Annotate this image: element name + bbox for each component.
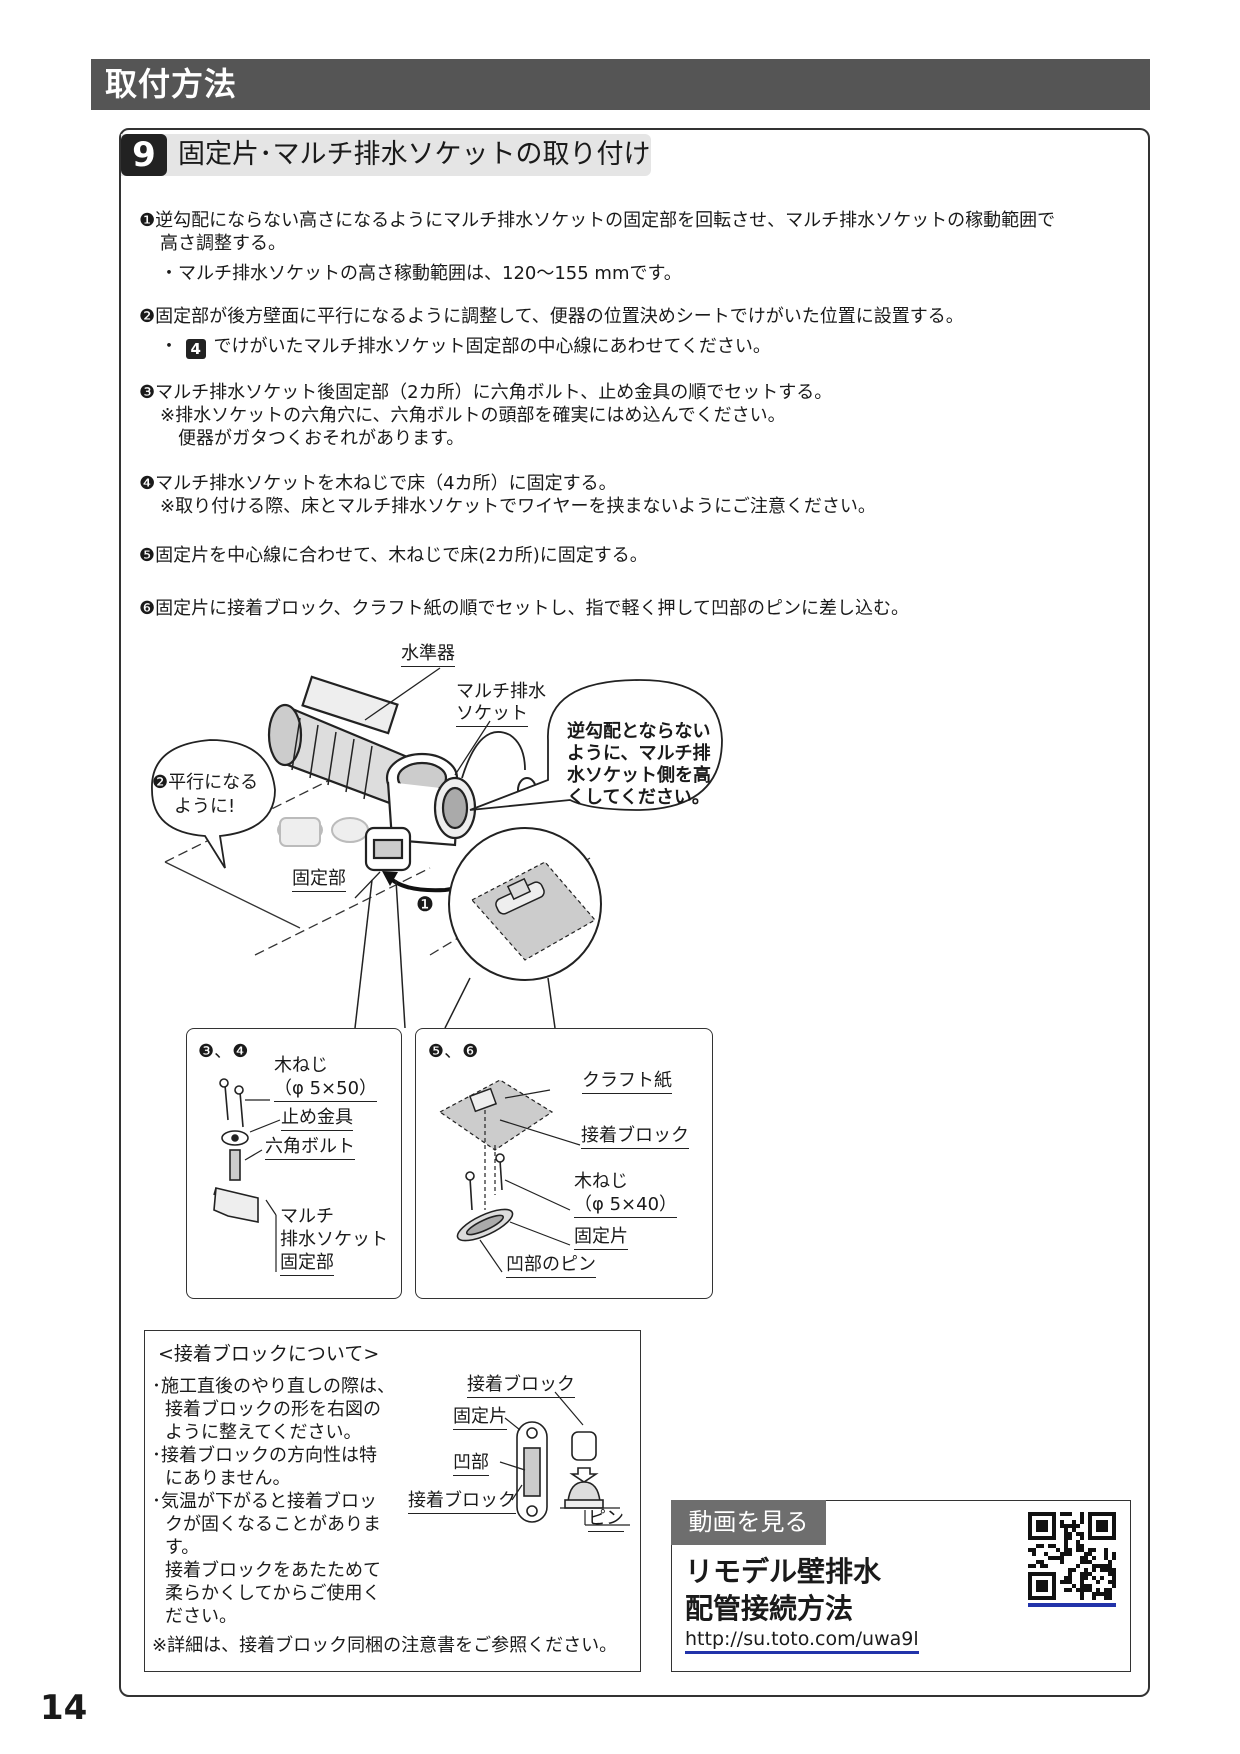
step-number: 9	[121, 134, 167, 176]
item2-note-prefix: ・	[160, 336, 178, 357]
note-line7: クが固くなることがありま	[165, 1514, 381, 1535]
detail-left-bolt: 六角ボルト	[265, 1136, 355, 1160]
fig-label-piece: 固定片	[453, 1406, 507, 1430]
detail-right-screw2: （φ 5×40）	[574, 1194, 678, 1218]
rotate-marker: ❶	[416, 892, 434, 916]
fig-label-recess: 凹部	[453, 1452, 489, 1476]
detail-box-right	[415, 1028, 713, 1299]
video-url-link[interactable]: http://su.toto.com/uwa9l	[685, 1628, 919, 1654]
note-line9: 接着ブロックをあたためて	[165, 1560, 381, 1581]
note-line10: 柔らかくしてからご使用く	[165, 1583, 381, 1604]
step-ref-badge: 4	[185, 339, 206, 359]
bubble-left-num: ❷	[152, 772, 169, 793]
qr-underline	[1028, 1603, 1116, 1607]
qr-code-icon[interactable]	[1028, 1512, 1116, 1600]
bubble-right-line1: 逆勾配とならない	[567, 721, 711, 742]
detail-box-left	[186, 1028, 402, 1299]
note-line5: にありません。	[165, 1468, 291, 1489]
item2-line1: ❷固定部が後方壁面に平行になるように調整して、便器の位置決めシートでけがいた位置…	[139, 306, 964, 327]
note-line8: す。	[165, 1537, 200, 1558]
detail-right-heading: ❺、❻	[428, 1041, 479, 1062]
detail-left-socket1: マルチ	[280, 1206, 334, 1227]
detail-left-socket2: 排水ソケット	[280, 1229, 388, 1250]
detail-left-heading: ❸、❹	[198, 1041, 249, 1062]
detail-left-clamp: 止め金具	[281, 1107, 353, 1131]
video-title-line2: 配管接続方法	[685, 1592, 854, 1625]
bubble-left-text1: 平行になる	[168, 772, 259, 793]
item2-note: ・ 4 でけがいたマルチ排水ソケット固定部の中心線にあわせてください。	[160, 335, 771, 359]
fig-label-block-bottom: 接着ブロック	[408, 1490, 516, 1514]
detail-right-block: 接着ブロック	[581, 1125, 689, 1149]
video-box	[671, 1500, 1131, 1672]
step-heading-bg	[121, 134, 651, 176]
label-level: 水準器	[401, 643, 455, 667]
detail-left-screw2: （φ 5×50）	[274, 1078, 378, 1102]
fig-label-block-top: 接着ブロック	[467, 1374, 575, 1398]
detail-left-screw1: 木ねじ	[274, 1055, 328, 1076]
note-line6: ･気温が下がると接着ブロッ	[152, 1491, 377, 1512]
item4-line1: ❹マルチ排水ソケットを木ねじで床（4カ所）に固定する。	[139, 473, 617, 494]
bubble-left-line2: ように!	[174, 796, 236, 817]
item1-line2: 高さ調整する。	[160, 233, 286, 254]
note-box	[144, 1330, 641, 1672]
label-socket-line2: ソケット	[456, 703, 528, 727]
detail-right-pin: 凹部のピン	[506, 1254, 596, 1278]
bubble-right-line2: ように、マルチ排	[567, 743, 711, 764]
note-line4: ･接着ブロックの方向性は特	[152, 1445, 377, 1466]
page-number: 14	[40, 1688, 88, 1728]
bubble-left-line1: ❷平行になる	[152, 772, 258, 794]
detail-right-piece: 固定片	[574, 1226, 628, 1250]
item3-line1: ❸マルチ排水ソケット後固定部（2カ所）に六角ボルト、止め金具の順でセットする。	[139, 382, 833, 403]
detail-right-kraft: クラフト紙	[582, 1070, 672, 1094]
item3-note2: 便器がガタつくおそれがあります。	[178, 428, 465, 449]
item3-note1: ※排水ソケットの六角穴に、六角ボルトの頭部を確実にはめ込んでください。	[160, 405, 786, 426]
item1-line1: ❶逆勾配にならない高さになるようにマルチ排水ソケットの固定部を回転させ、マルチ排…	[139, 210, 1056, 231]
note-line11: ださい。	[165, 1606, 237, 1627]
item2-note-text: でけがいたマルチ排水ソケット固定部の中心線にあわせてください。	[213, 336, 771, 357]
bubble-right-line4: くしてください。	[567, 787, 710, 808]
note-line3: ように整えてください。	[165, 1422, 362, 1443]
note-line12: ※詳細は、接着ブロック同梱の注意書をご参照ください。	[152, 1635, 618, 1656]
label-socket-line1: マルチ排水	[456, 681, 546, 702]
video-title-line1: リモデル壁排水	[685, 1555, 882, 1588]
item6-line1: ❻固定片に接着ブロック、クラフト紙の順でセットし、指で軽く押して凹部のピンに差し…	[139, 598, 909, 619]
item5-line1: ❺固定片を中心線に合わせて、木ねじで床(2カ所)に固定する。	[139, 545, 648, 566]
bubble-right-line3: 水ソケット側を高	[567, 765, 711, 786]
note-line1: ･施工直後のやり直しの際は、	[152, 1376, 395, 1397]
note-title: <接着ブロックについて>	[158, 1343, 380, 1365]
section-title: 取付方法	[91, 59, 1150, 110]
item1-note: ・マルチ排水ソケットの高さ稼動範囲は、120～155 mmです。	[160, 263, 682, 284]
item4-note: ※取り付ける際、床とマルチ排水ソケットでワイヤーを挟まないようにご注意ください。	[160, 496, 876, 517]
label-fixed-part: 固定部	[292, 868, 346, 892]
video-heading: 動画を見る	[671, 1500, 826, 1545]
detail-right-screw1: 木ねじ	[574, 1171, 628, 1192]
content-frame	[119, 128, 1150, 1697]
note-line2: 接着ブロックの形を右図の	[165, 1399, 381, 1420]
detail-left-socket3: 固定部	[280, 1252, 334, 1276]
fig-label-pin: ピン	[588, 1508, 624, 1532]
step-title: 固定片･マルチ排水ソケットの取り付け	[178, 139, 651, 170]
